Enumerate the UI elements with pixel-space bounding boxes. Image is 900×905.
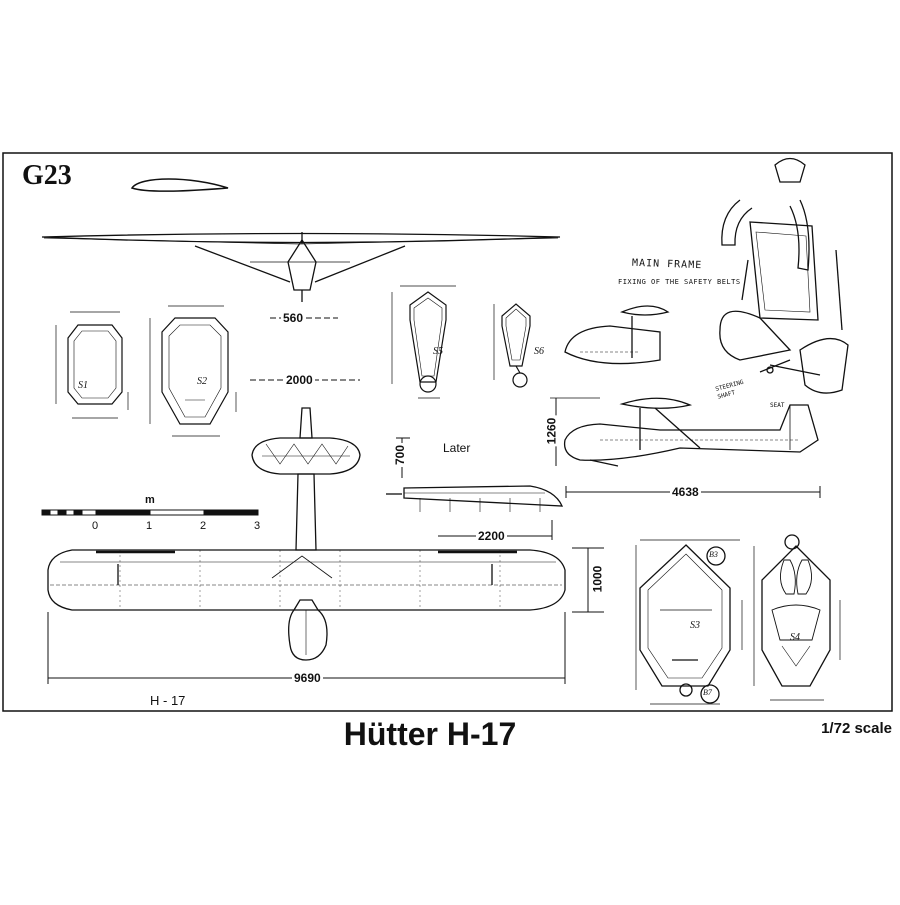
front-view [41,232,561,302]
section-s1-drawing [55,311,129,419]
section-s4-label: S4 [790,632,800,643]
dim-1260: 1260 [544,415,559,447]
section-s5-label: S5 [433,346,443,357]
b7-label: B7 [703,688,712,697]
scale-tick-2: 2 [200,520,207,532]
sheet-scale: 1/72 scale [821,720,892,737]
later-wing-section [386,485,564,512]
dim-1000-line [572,547,604,613]
side-view [563,397,819,467]
top-view-fuselage [288,473,328,661]
b3-label: B3 [709,550,718,559]
section-s6-label: S6 [534,346,544,357]
section-s3-label: S3 [690,620,700,631]
later-label: Later [443,441,471,455]
scale-tick-0: 0 [92,520,99,532]
main-frame-drawing [719,157,849,394]
section-s5-drawing [391,285,456,399]
dim-2200: 2200 [476,529,507,543]
section-s4-drawing [753,534,841,701]
scale-bar [41,509,259,516]
scale-tick-1: 1 [146,520,153,532]
dim-1000: 1000 [590,563,605,595]
stabilizer-view [251,407,361,475]
seat-label: SEAT [770,402,785,409]
fixing-label: FIXING OF THE SAFETY BELTS [618,278,741,286]
section-s2-drawing [149,305,237,437]
scale-unit: m [145,494,155,506]
dim-4638: 4638 [670,485,701,499]
top-view-wing [47,549,566,611]
sheet-title: Hütter H-17 [343,716,517,752]
drawing-frame [2,152,893,712]
dim-2000: 2000 [284,373,315,387]
sheet-code: G23 [22,160,72,191]
section-s1-label: S1 [78,380,88,391]
dim-700: 700 [393,442,408,468]
section-s2-label: S2 [197,376,207,387]
airfoil-profile [130,178,229,192]
scale-tick-3: 3 [254,520,261,532]
section-s3-drawing [635,539,743,705]
dim-9690: 9690 [292,671,323,685]
dim-560: 560 [281,311,306,325]
section-s6-drawing [493,303,531,388]
cockpit-fragment [564,305,670,365]
model-label: H - 17 [150,693,186,708]
